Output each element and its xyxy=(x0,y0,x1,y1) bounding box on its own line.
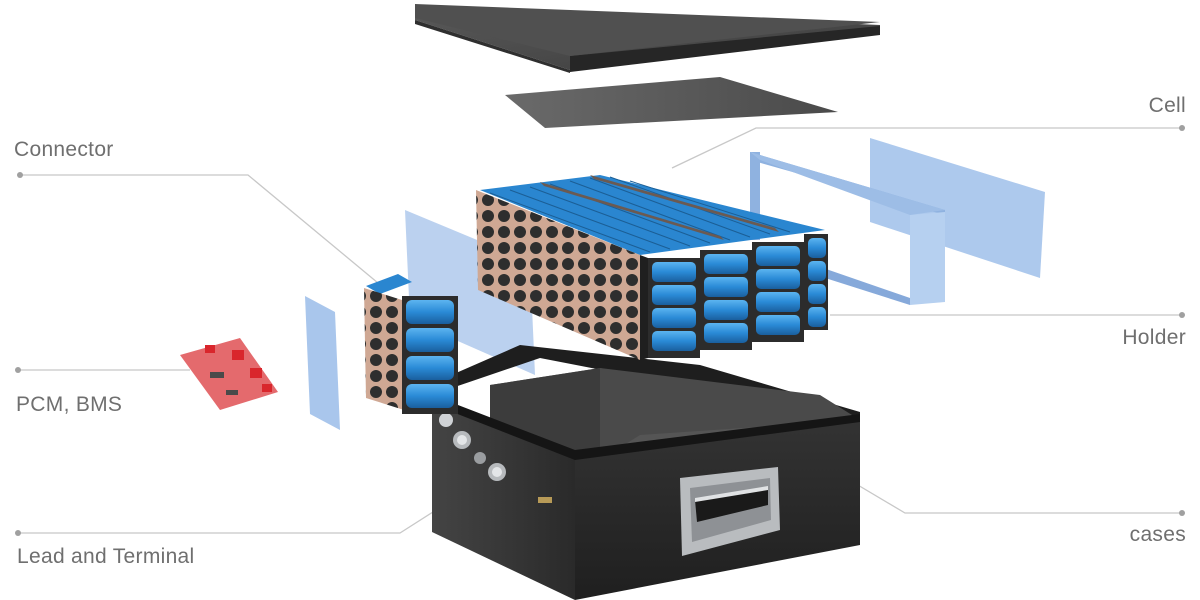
terminals xyxy=(439,413,506,481)
top-lid xyxy=(415,4,880,73)
label-lead-terminal: Lead and Terminal xyxy=(17,545,195,568)
cases-leader xyxy=(845,477,1182,514)
label-connector: Connector xyxy=(14,138,114,161)
top-insulation-sheet xyxy=(505,77,838,128)
case-logo xyxy=(538,497,552,503)
label-pcm-bms: PCM, BMS xyxy=(16,393,123,416)
main-cell-module xyxy=(476,175,828,360)
label-cases: cases xyxy=(1129,523,1186,546)
insulator-panel-small xyxy=(305,296,340,430)
lead-leader xyxy=(18,481,481,534)
case-handle xyxy=(680,467,780,556)
leader-lines xyxy=(18,127,1182,534)
connector-leader xyxy=(20,174,379,284)
leader-dots xyxy=(15,125,1185,536)
small-cell-module xyxy=(364,274,458,414)
label-cell: Cell xyxy=(1148,94,1186,117)
cell-leader xyxy=(671,127,1182,169)
pcb-board xyxy=(180,338,278,410)
label-holder: Holder xyxy=(1122,326,1186,349)
